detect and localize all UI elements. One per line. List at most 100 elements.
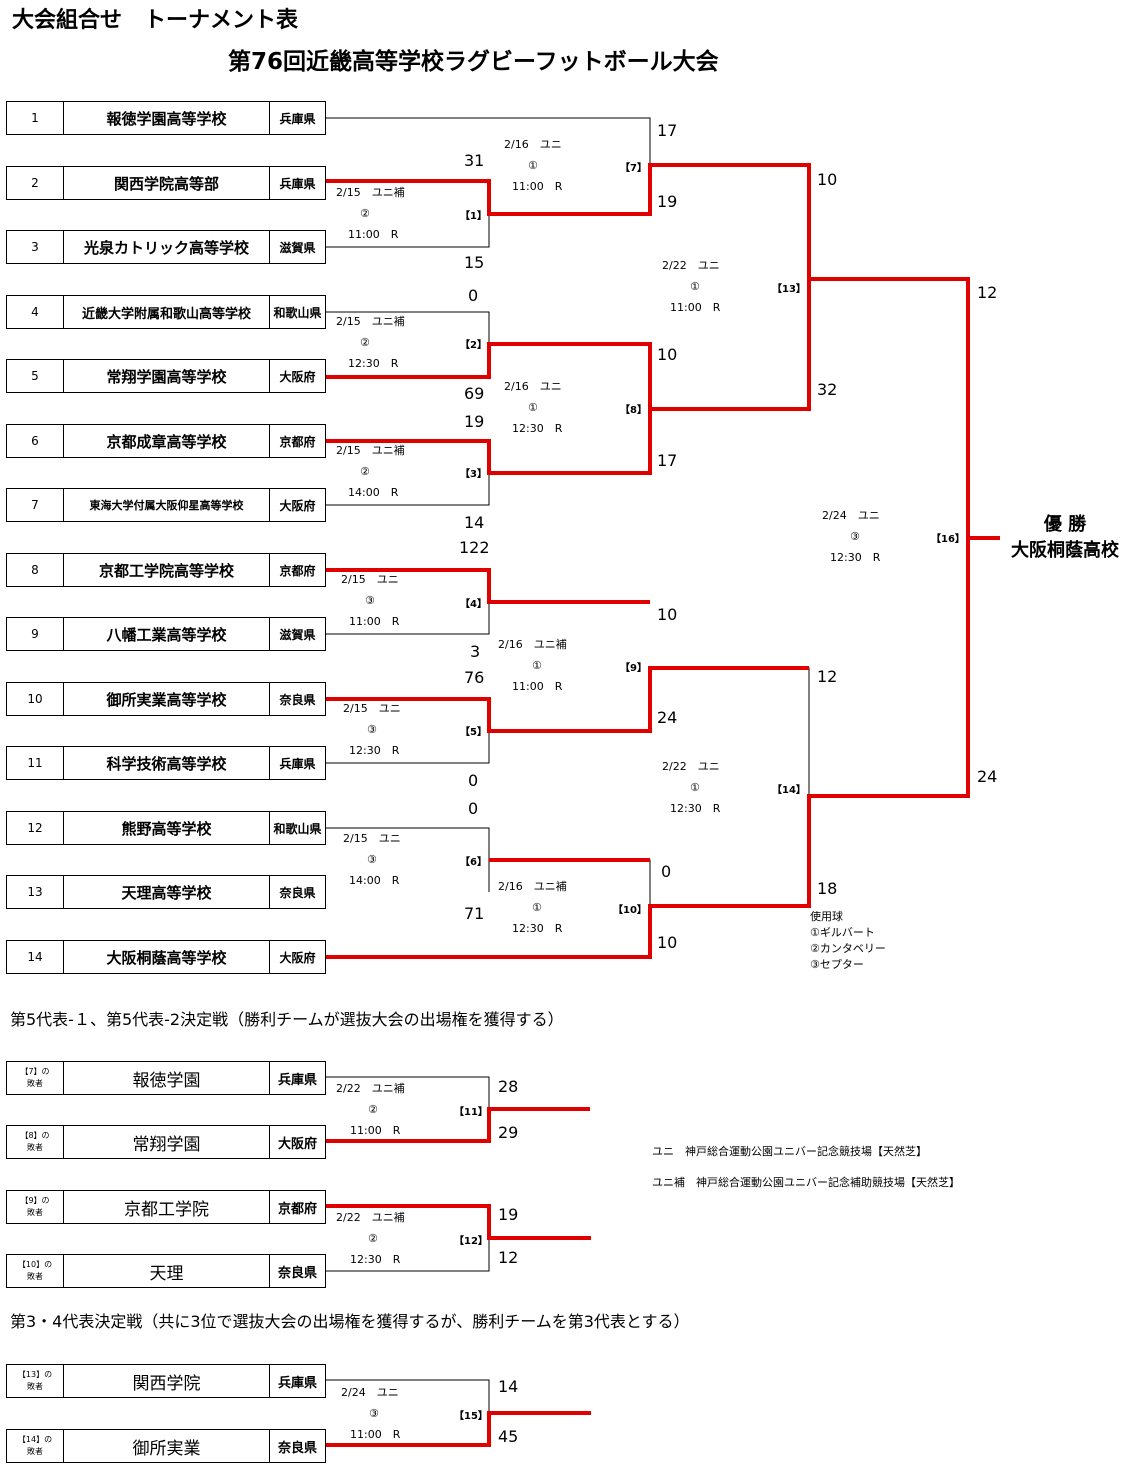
score: 14 xyxy=(464,513,485,532)
score: 17 xyxy=(657,121,678,140)
score: 29 xyxy=(498,1123,519,1142)
match-date: 2/15 ユニ補 xyxy=(336,315,405,328)
section-heading-fifth: 第5代表-１、第5代表-2決定戦（勝利チームが選抜大会の出場権を獲得する） xyxy=(10,1010,564,1029)
match-ball: ② xyxy=(360,465,370,478)
match-time: 12:30 R xyxy=(348,357,399,370)
playoff-team-row: 【8】の敗者常翔学園大阪府 xyxy=(6,1125,326,1159)
match-number: 【5】 xyxy=(460,727,487,738)
match-number: 【6】 xyxy=(460,857,487,868)
score: 0 xyxy=(468,771,479,790)
match-date: 2/15 ユニ xyxy=(341,573,399,586)
team-name: 光泉カトリック高等学校 xyxy=(64,231,270,263)
match-ball: ③ xyxy=(365,594,375,607)
team-number: 11 xyxy=(7,747,64,779)
match-number: 【14】 xyxy=(772,785,806,796)
score: 0 xyxy=(468,799,479,818)
match-time: 12:30 R xyxy=(670,802,721,815)
loser-ref-match: 【9】の xyxy=(20,1196,50,1205)
score: 15 xyxy=(464,253,485,272)
team-number: 12 xyxy=(7,812,64,844)
score: 17 xyxy=(657,451,678,470)
champion-label: 優 勝 xyxy=(1043,514,1087,535)
score: 69 xyxy=(464,384,485,403)
loser-ref-label: 敗者 xyxy=(27,1272,43,1281)
winner-path xyxy=(326,1204,591,1240)
loser-ref-label: 敗者 xyxy=(27,1447,43,1456)
loser-ref-match: 【14】の xyxy=(17,1435,53,1444)
loser-ref-label: 敗者 xyxy=(27,1143,43,1152)
match-date: 2/16 ユニ補 xyxy=(498,638,567,651)
loser-ref-label: 敗者 xyxy=(27,1382,43,1391)
match-time: 11:00 R xyxy=(348,228,399,241)
match-date: 2/15 ユニ補 xyxy=(336,444,405,457)
team-name: 御所実業高等学校 xyxy=(64,683,270,715)
team-number: 8 xyxy=(7,554,64,586)
team-name: 御所実業 xyxy=(64,1430,270,1462)
team-number: 4 xyxy=(7,296,64,328)
match-ball: ① xyxy=(690,781,700,794)
match-number: 【1】 xyxy=(460,211,487,222)
match-number: 【13】 xyxy=(772,284,806,295)
match-time: 11:00 R xyxy=(512,680,563,693)
match-time: 11:00 R xyxy=(512,180,563,193)
match-date: 2/22 ユニ補 xyxy=(336,1211,405,1224)
team-prefecture: 兵庫県 xyxy=(279,176,316,191)
score: 19 xyxy=(657,192,678,211)
loser-ref-label: 敗者 xyxy=(27,1208,43,1217)
team-prefecture: 京都府 xyxy=(279,563,316,578)
score: 18 xyxy=(817,879,838,898)
page-title: 大会組合せ トーナメント表 xyxy=(12,8,299,33)
playoff-team-row: 【14】の敗者御所実業奈良県 xyxy=(6,1429,326,1463)
match-ball: ① xyxy=(690,280,700,293)
score: 19 xyxy=(498,1205,519,1224)
match-ball: ③ xyxy=(367,853,377,866)
team-number: 6 xyxy=(7,425,64,457)
ball-legend-item: ③セプター xyxy=(810,958,864,971)
match-date: 2/16 ユニ xyxy=(504,380,562,393)
loser-ref-match: 【8】の xyxy=(20,1131,50,1140)
playoff-team-row: 【7】の敗者報徳学園兵庫県 xyxy=(6,1061,326,1095)
playoff-team-row: 【10】の敗者天理奈良県 xyxy=(6,1254,326,1288)
team-name: 京都工学院高等学校 xyxy=(64,554,270,586)
match-date: 2/15 ユニ xyxy=(343,702,401,715)
match-number: 【12】 xyxy=(454,1236,488,1247)
winner-path xyxy=(326,279,811,411)
loser-ref-match: 【13】の xyxy=(17,1370,53,1379)
match-number: 【11】 xyxy=(454,1107,488,1118)
match-info: 2/15 ユニ補 ② 11:00 R xyxy=(336,182,405,245)
score: 10 xyxy=(817,170,838,189)
team-number: 9 xyxy=(7,618,64,650)
match-date: 2/15 ユニ補 xyxy=(336,186,405,199)
score: 10 xyxy=(657,345,678,364)
team-name: 熊野高等学校 xyxy=(64,812,270,844)
match-time: 11:00 R xyxy=(670,301,721,314)
score: 0 xyxy=(661,862,672,881)
match-number: 【10】 xyxy=(613,905,647,916)
team-prefecture: 京都府 xyxy=(279,434,316,449)
loser-ref: 【8】の敗者 xyxy=(7,1126,64,1158)
team-prefecture: 和歌山県 xyxy=(273,305,322,320)
loser-ref-match: 【7】の xyxy=(20,1067,50,1076)
team-prefecture: 兵庫県 xyxy=(277,1375,317,1391)
match-number: 【3】 xyxy=(460,469,487,480)
match-ball: ② xyxy=(360,207,370,220)
team-prefecture: 奈良県 xyxy=(279,692,316,707)
loser-ref: 【13】の敗者 xyxy=(7,1365,64,1397)
bracket-line xyxy=(326,1238,490,1272)
ball-legend-item: ①ギルバート xyxy=(810,926,875,939)
team-prefecture: 大阪府 xyxy=(279,498,316,513)
loser-ref: 【9】の敗者 xyxy=(7,1191,64,1223)
winner-path xyxy=(326,666,809,733)
